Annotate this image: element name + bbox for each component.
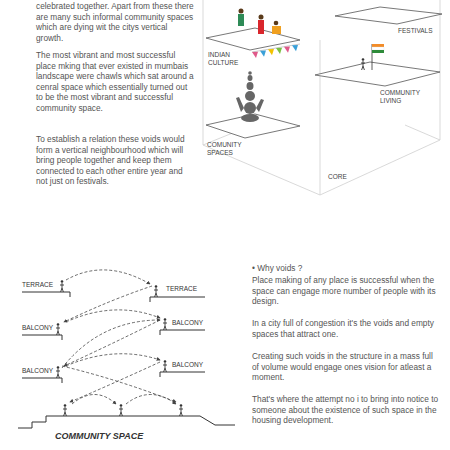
- body-text: celebrated together. Apart from these th…: [36, 1, 196, 43]
- bullet-heading: • Why voids ?: [252, 263, 439, 274]
- body-text: That's where the attempt no i to bring i…: [252, 394, 439, 426]
- body-text: To establish a relation these voids woul…: [36, 134, 196, 187]
- section-sketch: [18, 292, 235, 428]
- illustration-label: FESTIVALS: [398, 27, 442, 35]
- body-text: In a city full of congestion it's the vo…: [252, 318, 439, 339]
- sketch-label: BALCONY: [172, 319, 208, 327]
- sketch-label: BALCONY: [22, 324, 56, 332]
- community-platform: [206, 71, 300, 138]
- festival-platform: [335, 7, 442, 24]
- sketch-title: COMMUNITY SPACE: [55, 431, 195, 442]
- body-text: The most vibrant and most successful pla…: [36, 50, 196, 113]
- living-platform: [315, 44, 440, 86]
- illustration-label: CORE: [328, 173, 358, 181]
- culture-platform: [206, 9, 300, 59]
- illustration-label: COMMUNITY LIVING: [380, 89, 430, 106]
- sketch-label: BALCONY: [172, 361, 208, 369]
- sketch-label: TERRACE: [166, 285, 206, 293]
- sight-lines: [62, 270, 176, 404]
- sketch-label: BALCONY: [22, 367, 56, 375]
- illustration-label: INDIAN CULTURE: [208, 51, 248, 68]
- body-text: Place making of any place is successful …: [252, 275, 439, 307]
- body-text: Creating such voids in the structure in …: [252, 351, 439, 383]
- sketch-people: [56, 280, 183, 416]
- illustration-label: COMUNITY SPACES: [207, 141, 247, 158]
- sketch-label: TERRACE: [22, 281, 58, 289]
